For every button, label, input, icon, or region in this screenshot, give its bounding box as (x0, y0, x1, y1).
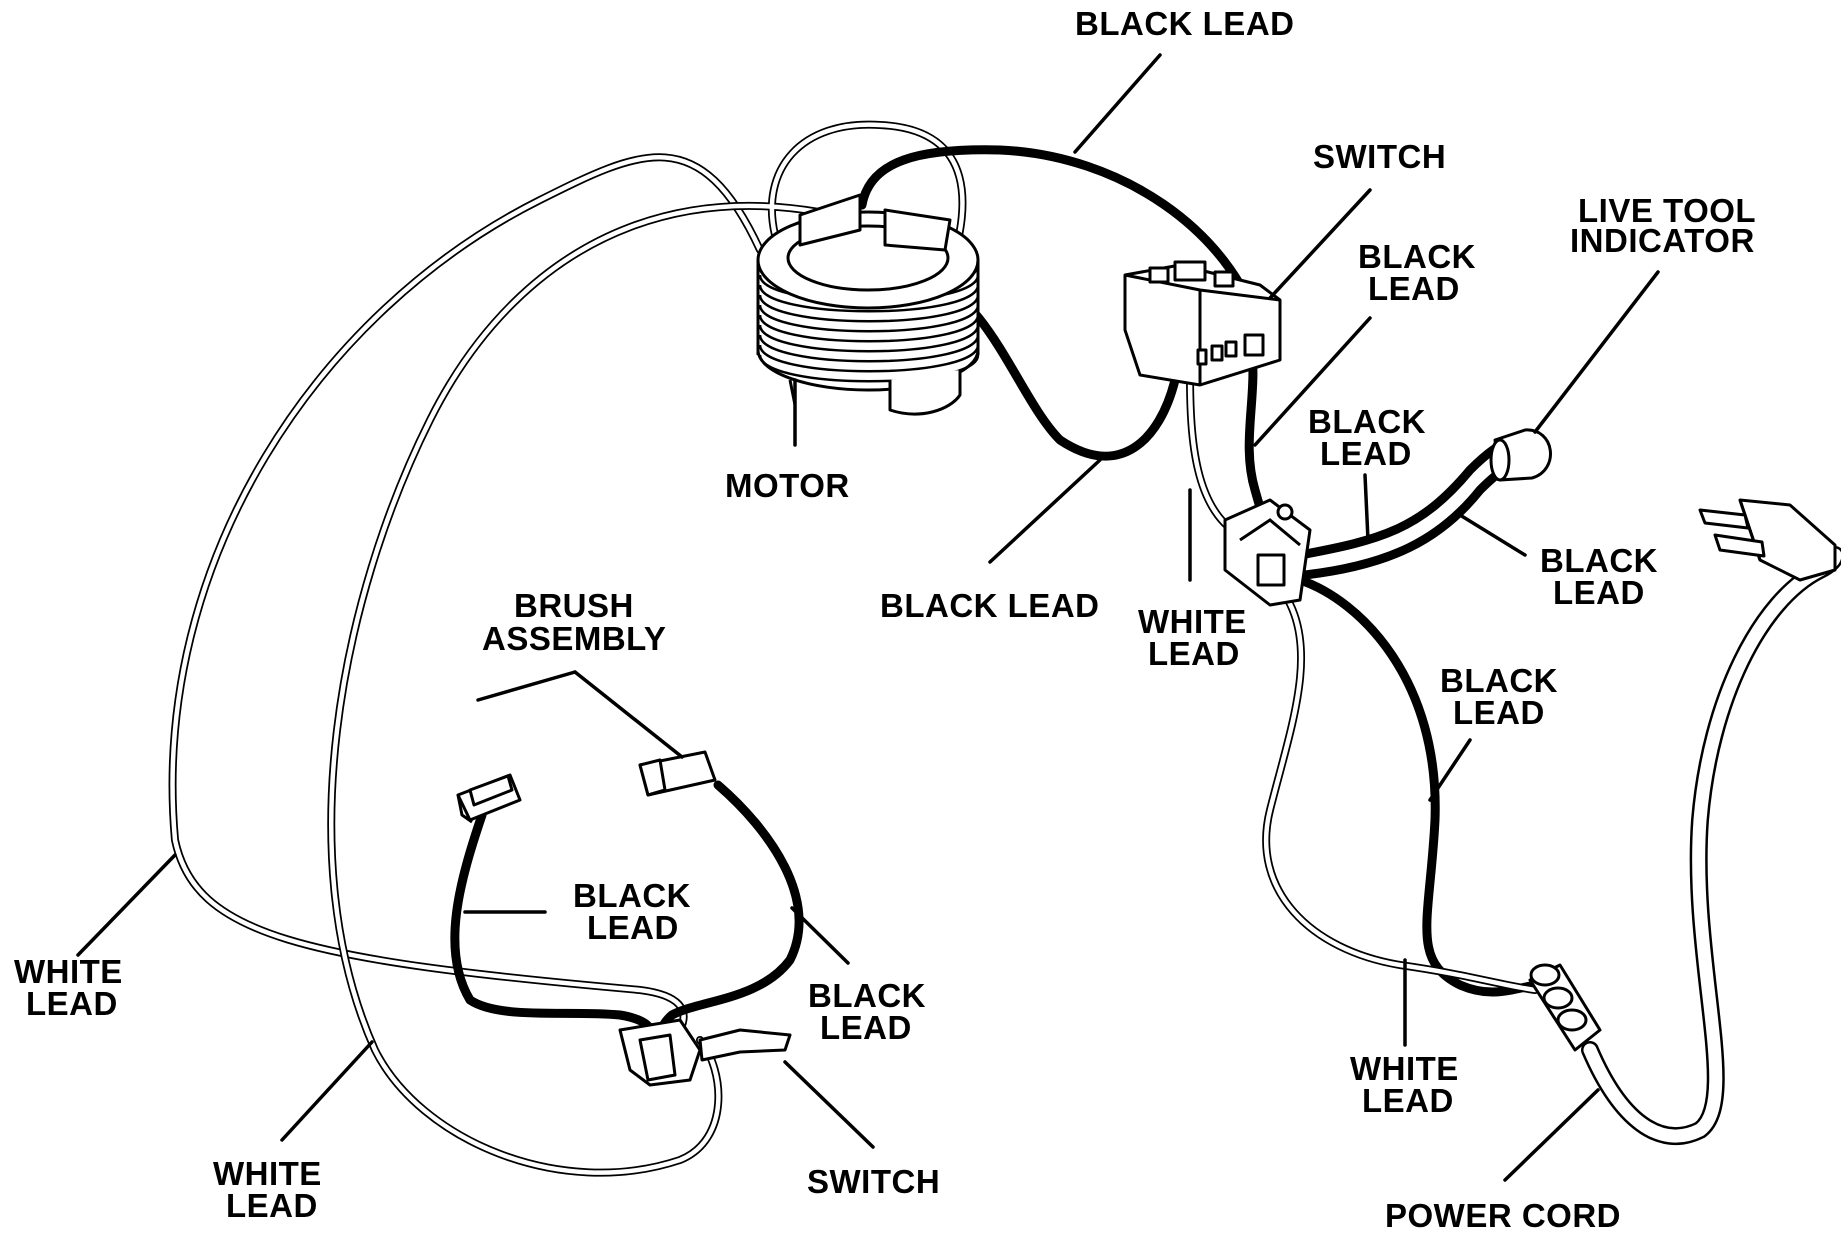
label-black-lead-cord-2: LEAD (1453, 694, 1545, 731)
leader-power-cord (1503, 1088, 1600, 1182)
label-black-lead-mid-2: LEAD (1320, 435, 1412, 472)
cord-strain-relief-part (1528, 963, 1602, 1052)
leader-black-lead-cord (1428, 738, 1472, 802)
label-black-lead-switch-2: LEAD (1368, 270, 1460, 307)
leader-white-lead-left (76, 853, 177, 957)
leader-white-lead-bottom (280, 1040, 374, 1142)
label-switch-top: SWITCH (1313, 138, 1446, 175)
switch-bottom-part (618, 1018, 792, 1087)
black-lead-brush-left-wire (450, 810, 658, 1050)
label-black-lead-brush-right-1: BLACK (808, 977, 926, 1014)
label-black-lead-switch-1: BLACK (1358, 238, 1476, 275)
label-white-lead-left-2: LEAD (26, 985, 118, 1022)
leader-black-lead-right (1458, 513, 1527, 557)
leader-live-tool (1533, 270, 1660, 434)
label-white-lead-left-1: WHITE (14, 953, 123, 990)
white-lead-cord-wire (1262, 591, 1539, 994)
label-black-lead-cord-1: BLACK (1440, 662, 1558, 699)
power-cord-wire (1581, 546, 1841, 1146)
label-black-lead-mid-1: BLACK (1308, 403, 1426, 440)
label-black-lead-brush-left-2: LEAD (587, 909, 679, 946)
live-tool-indicator-part (1489, 428, 1552, 482)
label-power-cord: POWER CORD (1385, 1197, 1621, 1233)
label-live-tool-1: LIVE TOOL (1578, 192, 1756, 229)
label-white-lead-center-2: LEAD (1148, 635, 1240, 672)
leader-black-lead-top (1073, 53, 1162, 154)
label-white-lead-bottom-1: WHITE (213, 1155, 322, 1192)
leader-lines (76, 53, 1660, 1182)
leader-black-lead-brush-right (790, 906, 850, 965)
label-motor: MOTOR (725, 467, 850, 504)
label-white-lead-cord-1: WHITE (1350, 1050, 1459, 1087)
power-plug-part (1698, 498, 1837, 582)
label-white-lead-cord-2: LEAD (1362, 1082, 1454, 1119)
switch-top-part (1123, 260, 1282, 387)
motor-part (756, 193, 980, 416)
label-black-lead-motor: BLACK LEAD (880, 587, 1099, 624)
leader-black-lead-mid (1363, 473, 1370, 542)
leader-brush-left (476, 670, 577, 702)
leader-black-lead-motor (988, 458, 1102, 564)
label-black-lead-top: BLACK LEAD (1075, 5, 1294, 42)
leader-switch-bottom (783, 1060, 875, 1149)
leader-switch-top (1268, 188, 1372, 300)
label-brush-assembly-1: BRUSH (514, 587, 634, 624)
label-black-lead-right-1: BLACK (1540, 542, 1658, 579)
label-live-tool-2: INDICATOR (1570, 222, 1755, 259)
label-brush-assembly-2: ASSEMBLY (482, 620, 666, 657)
white-lead-outer-wire (168, 153, 764, 1034)
label-switch-bottom: SWITCH (807, 1163, 940, 1200)
white-lead-inner-wire (327, 120, 967, 1177)
white-lead-switch-wire (1186, 371, 1244, 539)
brush-assembly-right-part (638, 750, 717, 797)
label-white-lead-center-1: WHITE (1138, 603, 1247, 640)
leader-brush-right (573, 670, 684, 759)
label-black-lead-brush-right-2: LEAD (820, 1009, 912, 1046)
label-black-lead-right-2: LEAD (1553, 574, 1645, 611)
label-black-lead-brush-left-1: BLACK (573, 877, 691, 914)
labels: BLACK LEAD SWITCH BLACK LEAD LIVE TOOL I… (14, 5, 1756, 1233)
black-lead-top-wire (857, 145, 1265, 335)
leader-black-lead-switch (1253, 316, 1372, 447)
junction-connector-part (1223, 498, 1312, 607)
black-lead-cord-wire (1295, 575, 1540, 997)
brush-assembly-left-part (456, 773, 522, 824)
label-white-lead-bottom-2: LEAD (226, 1187, 318, 1224)
